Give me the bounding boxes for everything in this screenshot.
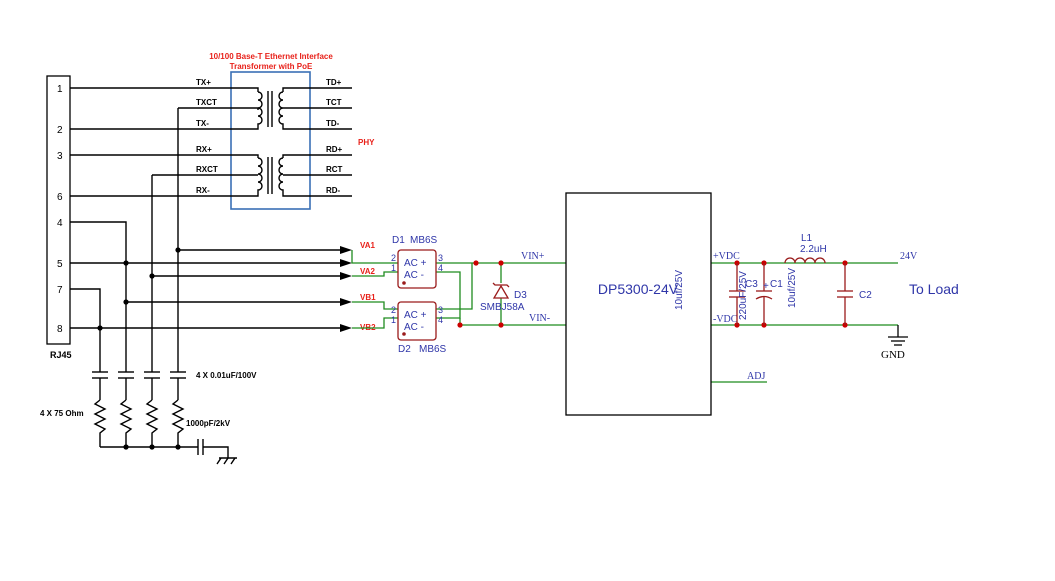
output-filter (729, 257, 853, 325)
d1-ac-plus: AC + (404, 258, 427, 269)
c3-ref: C3 (745, 279, 758, 290)
net-va2: VA2 (360, 267, 376, 276)
net-adj: ADJ (747, 371, 765, 382)
label-rxct: RXCT (196, 165, 218, 174)
to-load-label: To Load (909, 281, 959, 297)
d1-ref: D1 (392, 235, 405, 246)
pair-wires (70, 87, 352, 329)
d2-pin-3: 3 (438, 305, 443, 315)
rj45-pin-7: 7 (57, 285, 63, 296)
d2-pin-2: 2 (391, 305, 396, 315)
c1-ref: C1 (770, 279, 783, 290)
rj45-label: RJ45 (50, 350, 72, 360)
d1-part: MB6S (410, 235, 438, 246)
rj45-pin-8: 8 (57, 324, 63, 335)
d2-ac-plus: AC + (404, 310, 427, 321)
d1-pin-3: 3 (438, 253, 443, 263)
d3-ref: D3 (514, 290, 527, 301)
module-pos: +VDC (713, 251, 740, 262)
module-name: DP5300-24V (598, 281, 679, 297)
phy-label: PHY (358, 138, 375, 147)
c2-ref: C2 (859, 290, 872, 301)
net-vb1: VB1 (360, 293, 376, 302)
rj45-pin-3: 3 (57, 151, 63, 162)
label-txct: TXCT (196, 98, 217, 107)
hv-cap-label: 1000pF/2kV (186, 419, 231, 428)
tvs-diode (492, 282, 510, 299)
rj45-pin-6: 6 (57, 192, 63, 203)
rj45-pin-2: 2 (57, 125, 63, 136)
label-td-plus: TD+ (326, 78, 342, 87)
termination-network (92, 250, 237, 465)
label-tct: TCT (326, 98, 342, 107)
label-rx-minus: RX- (196, 186, 210, 195)
transformer-title-2: Transformer with PoE (230, 62, 313, 71)
d2-pin-1: 1 (391, 315, 396, 325)
net-gnd: GND (881, 349, 905, 361)
d2-pin-4: 4 (438, 315, 443, 325)
label-td-minus: TD- (326, 119, 340, 128)
d1-pin-4: 4 (438, 263, 443, 273)
d3-part: SMBJ58A (480, 302, 525, 313)
d2-ac-minus: AC - (404, 322, 424, 333)
label-rct: RCT (326, 165, 343, 174)
label-rd-plus: RD+ (326, 145, 343, 154)
transformer-coils (257, 91, 284, 194)
transformer-title-1: 10/100 Base-T Ethernet Interface (209, 52, 333, 61)
d1-pin-2: 2 (391, 253, 396, 263)
net-vin-minus: VIN- (529, 313, 550, 324)
label-rx-plus: RX+ (196, 145, 212, 154)
d2-part: MB6S (419, 344, 447, 355)
rj45-pin-5: 5 (57, 259, 63, 270)
label-tx-plus: TX+ (196, 78, 211, 87)
c1-plus: + (763, 281, 769, 292)
net-vin-plus: VIN+ (521, 251, 545, 262)
label-tx-minus: TX- (196, 119, 209, 128)
l1-value: 2.2uH (800, 244, 827, 255)
module-neg: -VDC (713, 314, 738, 325)
resistors-label: 4 X 75 Ohm (40, 409, 84, 418)
c1-value: 220uF/25V (738, 271, 749, 320)
rj45-pin-4: 4 (57, 218, 63, 229)
net-va1: VA1 (360, 241, 376, 250)
transformer-box (230, 71, 311, 210)
l1-ref: L1 (801, 233, 813, 244)
bridge-d1: AC + AC - 2 3 1 4 (391, 249, 443, 289)
dcdc-module (565, 192, 712, 416)
net-24v: 24V (900, 251, 918, 262)
rj45-connector (46, 75, 71, 345)
c2-value: 10uf/25V (787, 268, 798, 308)
termination-dots (123, 444, 181, 450)
gnd-symbol (888, 325, 908, 346)
d1-pin-1: 1 (391, 263, 396, 273)
d2-ref: D2 (398, 344, 411, 355)
net-arrows (340, 246, 352, 332)
d1-ac-minus: AC - (404, 270, 424, 281)
caps-label: 4 X 0.01uF/100V (196, 371, 257, 380)
label-rd-minus: RD- (326, 186, 341, 195)
bridge-d2: AC + AC - 2 3 1 4 (391, 301, 443, 341)
junction-dots-left (97, 247, 181, 331)
c3-value: 10uf/25V (674, 270, 685, 310)
rj45-pin-1: 1 (57, 84, 63, 95)
